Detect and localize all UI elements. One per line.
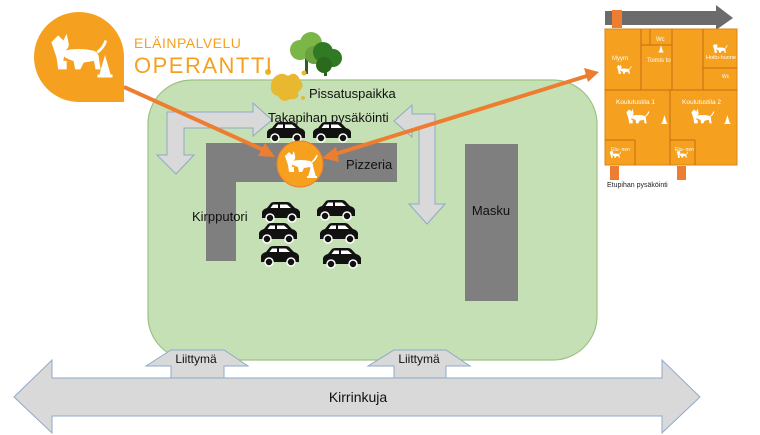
room-koulutustila1: Koulutustila 1 [616, 99, 655, 106]
pointer-arrowhead-to-floorplan [584, 68, 599, 82]
pointer-arrowhead-to-site [322, 147, 339, 162]
entrance-arrow-left [144, 349, 250, 379]
street-label: Kirrinkuja [329, 389, 388, 405]
kirpputori-label: Kirpputori [192, 209, 248, 224]
logo-line1: ELÄINPALVELU [134, 35, 241, 51]
trees-icon [290, 32, 342, 76]
pissatuspaikka-label: Pissatuspaikka [309, 86, 396, 101]
traffic-arrow-left [155, 101, 273, 175]
entrance-label-right: Liittymä [398, 352, 440, 366]
pee-splash-icon [265, 69, 307, 101]
pointer-arrow-logo [123, 85, 269, 154]
room-hoitohuone: Hoito-huone [706, 55, 736, 61]
floorplan [604, 5, 738, 180]
pointer-arrowhead-logo [258, 143, 275, 157]
room-koulutustila2: Koulutustila 2 [682, 99, 721, 106]
site-logo-icon [276, 140, 324, 188]
entrance-label-left: Liittymä [175, 352, 217, 366]
takapiha-label: Takapihan pysäköinti [268, 110, 389, 125]
masku-building [465, 144, 518, 301]
floorplan-parking-caption: Etupihan pysäköinti [607, 182, 668, 189]
room-wc-top: Wc [656, 37, 665, 43]
entrance-arrow-right [366, 349, 472, 379]
logo-line2: OPERANTTI [134, 53, 273, 78]
room-entrance-left: Etu- nen [611, 147, 630, 153]
pointer-arrow-floorplan [331, 73, 591, 157]
pizzeria-label: Pizzeria [346, 157, 393, 172]
room-entrance-right: Etu- nen [675, 147, 694, 153]
dog-logo-icon [34, 12, 124, 102]
room-wc-right: Wc [722, 74, 730, 80]
room-myymala: Myym [612, 56, 628, 62]
kirpputori-building [206, 143, 236, 261]
masku-label: Masku [472, 203, 510, 218]
room-toimisto: Toimis to [647, 58, 671, 64]
floorplan-top-arrow [605, 5, 733, 30]
